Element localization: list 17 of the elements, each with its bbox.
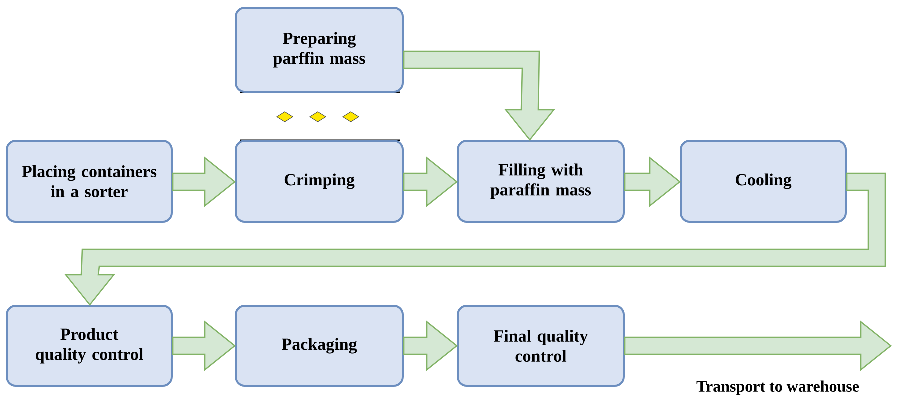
edge-label: Transport to warehouse xyxy=(696,380,860,396)
process-box: Crimping xyxy=(235,140,404,223)
block-arrow xyxy=(403,320,458,372)
process-box: Placing containers in a sorter xyxy=(6,140,173,223)
block-arrow xyxy=(403,156,458,208)
process-box: Filling with paraffin mass xyxy=(457,140,625,223)
block-arrow xyxy=(64,172,886,306)
process-box: Preparing parffin mass xyxy=(235,7,404,93)
block-arrow xyxy=(403,50,556,142)
block-arrow xyxy=(624,156,682,208)
process-box: Final quality control xyxy=(457,305,625,387)
block-arrow xyxy=(172,320,236,372)
process-box: Product quality control xyxy=(6,305,173,387)
block-arrow xyxy=(172,156,236,208)
process-box: Cooling xyxy=(680,140,847,223)
process-box: Packaging xyxy=(235,305,404,387)
block-arrow xyxy=(624,320,892,372)
